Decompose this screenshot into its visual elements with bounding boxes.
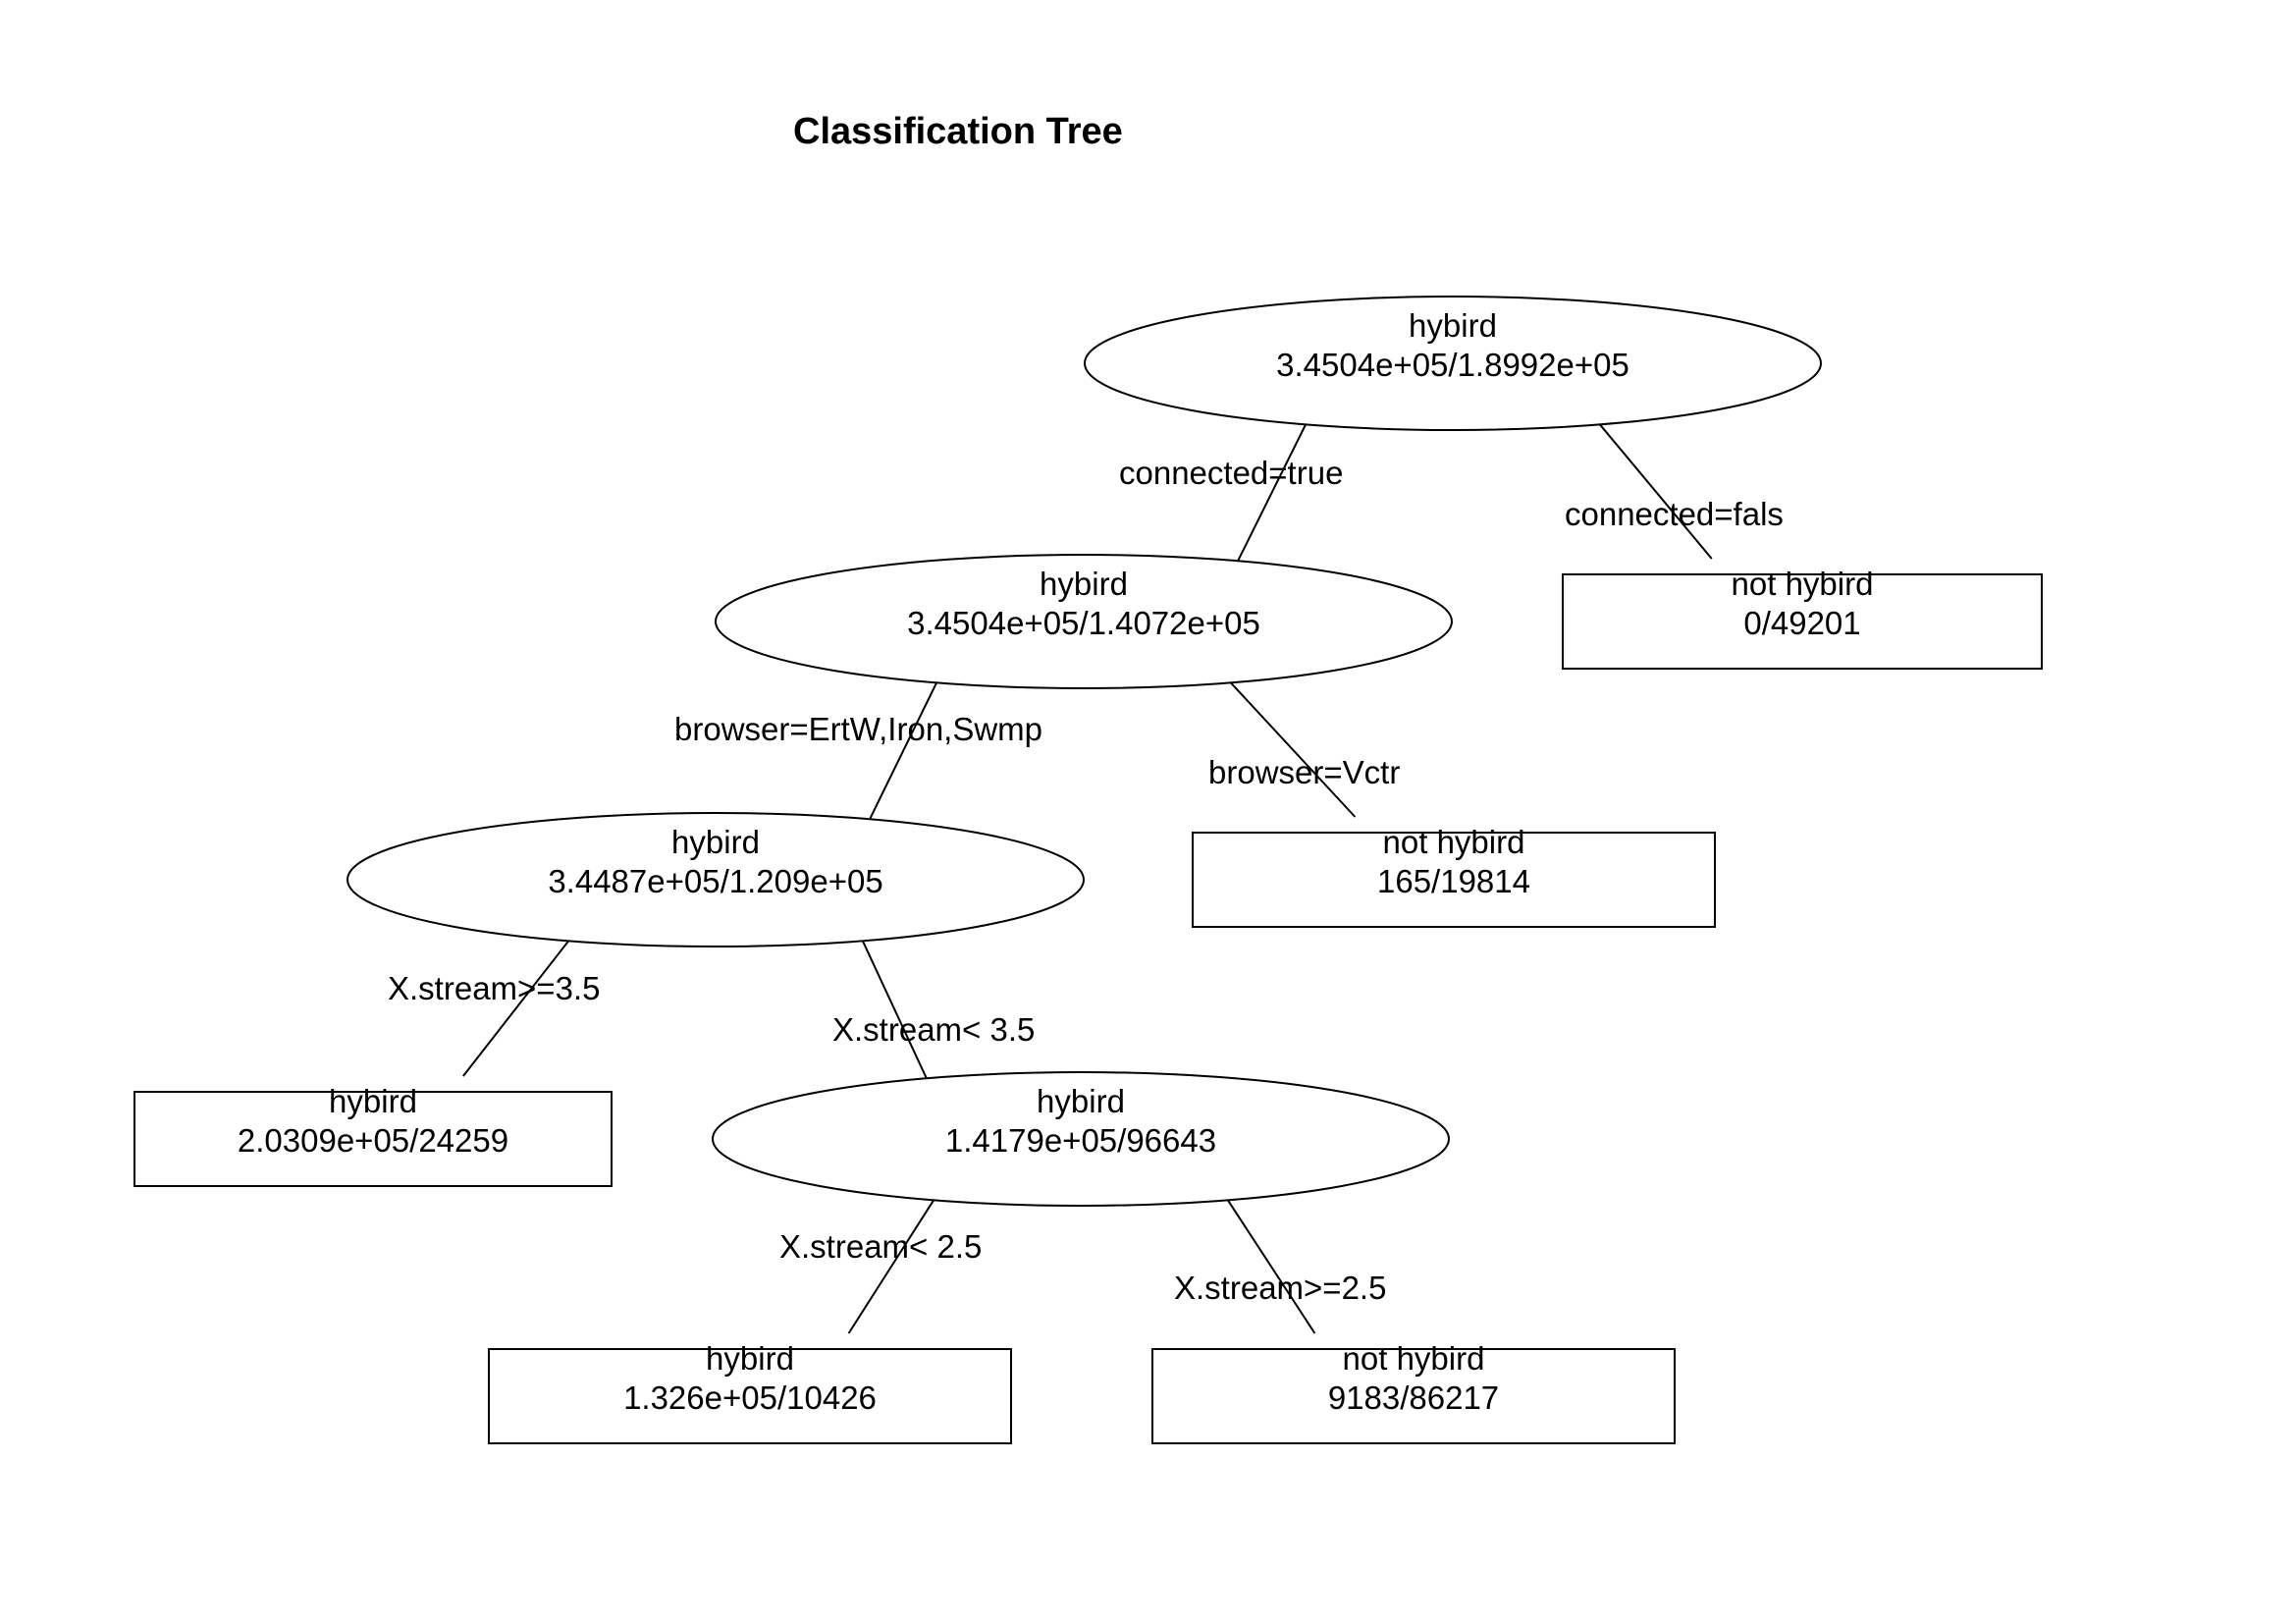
edge-label: connected=true	[1119, 455, 1343, 491]
node-box	[488, 1348, 1012, 1444]
node-counts: 3.4504e+05/1.8992e+05	[1276, 347, 1629, 383]
edge-label: connected=fals	[1565, 496, 1784, 532]
node-ellipse	[712, 1071, 1450, 1207]
node-class-label: not hybird	[1383, 824, 1525, 860]
edge-line	[1599, 423, 1713, 560]
node-class-label: hybird	[329, 1083, 417, 1119]
node-ellipse	[715, 554, 1453, 689]
diagram-title: Classification Tree	[793, 111, 1123, 152]
edge-label: browser=ErtW,Iron,Swmp	[674, 711, 1042, 747]
node-layer: hybird3.4504e+05/1.8992e+05hybird3.4504e…	[133, 296, 2043, 1444]
node-counts: 1.326e+05/10426	[623, 1380, 877, 1416]
edge-line	[1227, 1200, 1316, 1334]
node-box	[1151, 1348, 1676, 1444]
node-class-label: not hybird	[1732, 566, 1874, 602]
node-class-label: hybird	[706, 1340, 794, 1377]
edge-label: browser=Vctr	[1208, 754, 1400, 790]
node-counts: 9183/86217	[1328, 1380, 1499, 1416]
node-ellipse	[1084, 296, 1822, 431]
node-counts: 2.0309e+05/24259	[238, 1122, 508, 1159]
edge-label: X.stream< 2.5	[779, 1228, 982, 1265]
edge-label: X.stream< 3.5	[832, 1011, 1035, 1048]
node-class-label: hybird	[1037, 1083, 1125, 1119]
edge-line	[847, 1200, 934, 1334]
edge-line	[862, 941, 928, 1078]
node-counts: 3.4504e+05/1.4072e+05	[907, 605, 1260, 641]
node-class-label: hybird	[1409, 307, 1497, 344]
node-box	[1562, 573, 2043, 670]
node-ellipse	[347, 812, 1085, 947]
node-counts: 1.4179e+05/96643	[945, 1122, 1216, 1159]
edge-label: X.stream>=2.5	[1174, 1270, 1386, 1306]
edge-line	[462, 940, 569, 1077]
node-class-label: not hybird	[1343, 1340, 1485, 1377]
edge-line	[869, 682, 937, 819]
node-class-label: hybird	[671, 824, 760, 860]
node-counts: 165/19814	[1377, 863, 1530, 899]
node-counts: 0/49201	[1743, 605, 1860, 641]
edge-line	[1230, 681, 1357, 818]
edge-line	[1237, 424, 1307, 561]
edge-layer: connected=true connected=fals browser=ErtW…	[388, 423, 1784, 1334]
node-class-label: hybird	[1040, 566, 1128, 602]
edge-label: X.stream>=3.5	[388, 970, 600, 1006]
node-counts: 3.4487e+05/1.209e+05	[548, 863, 882, 899]
node-box	[1192, 832, 1716, 928]
node-box	[133, 1091, 613, 1187]
